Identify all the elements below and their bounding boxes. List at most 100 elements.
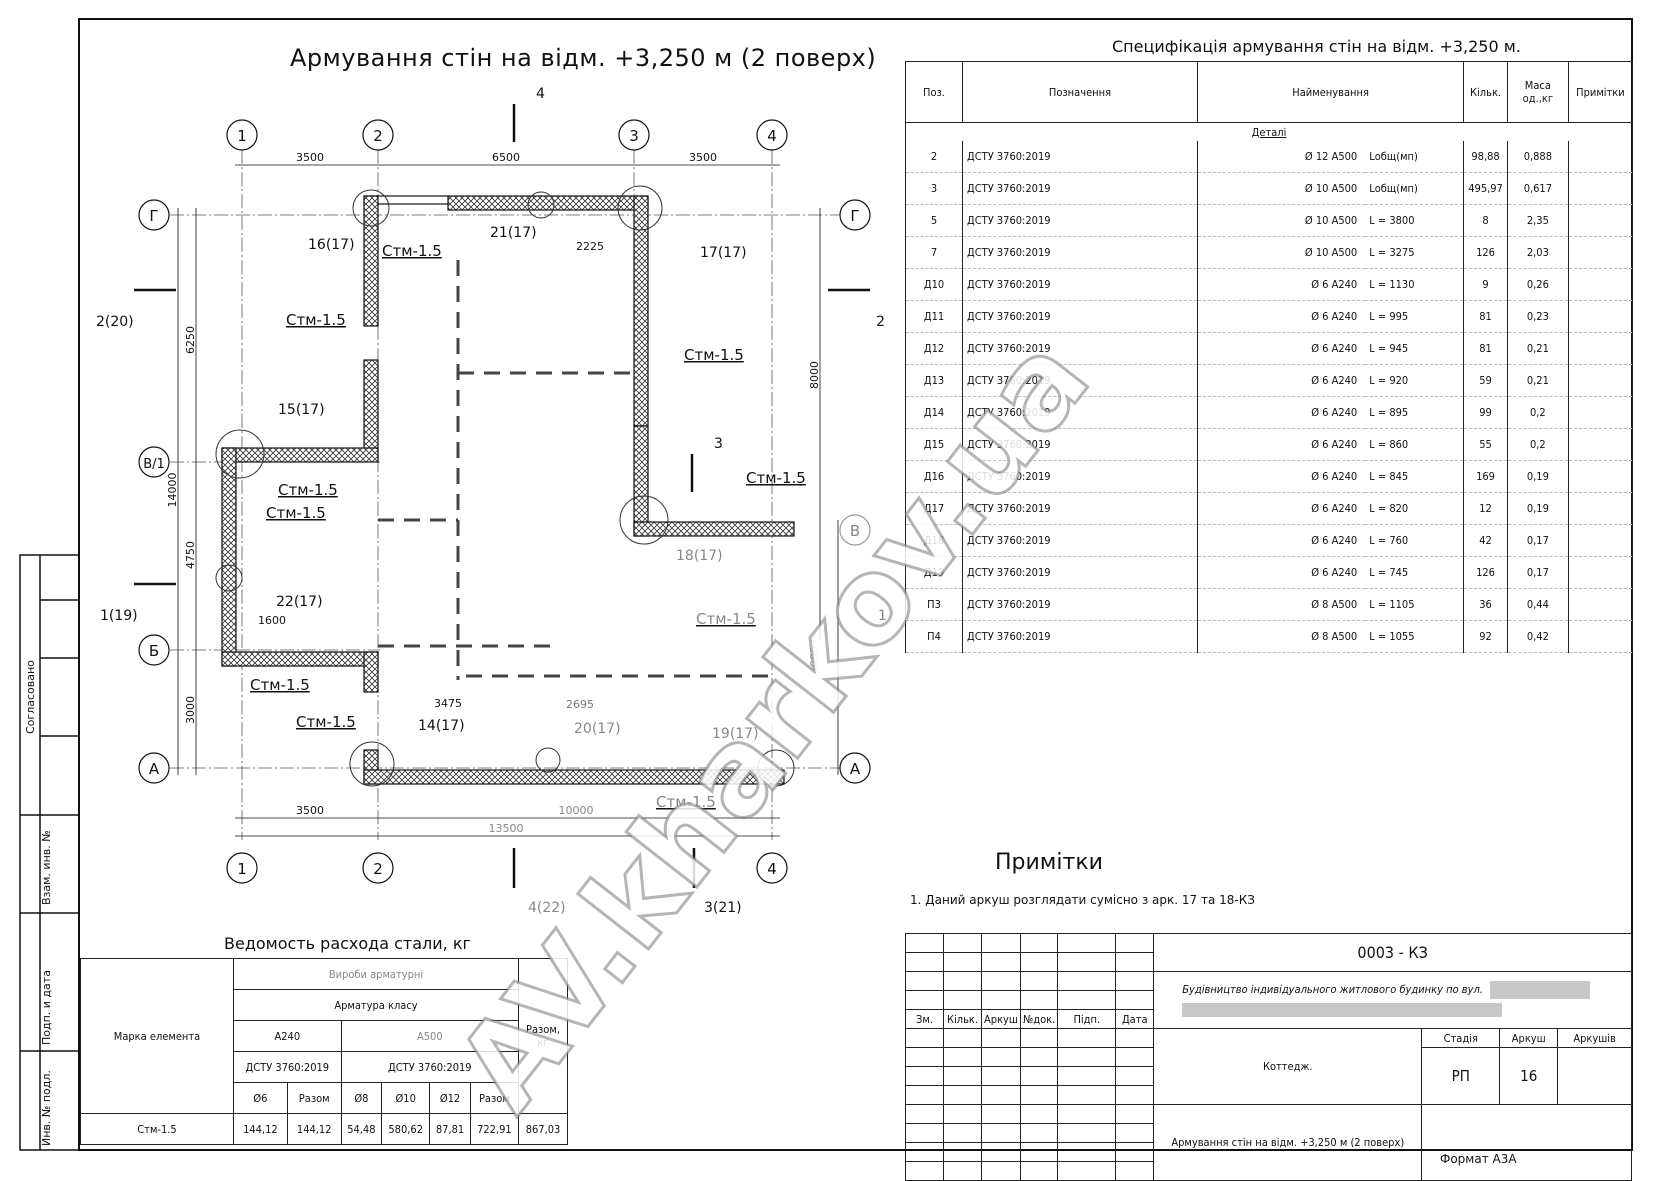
- stamp-sheet-h: Аркуш: [1499, 1028, 1559, 1048]
- node-21: 21(17): [490, 225, 537, 241]
- steel-cell: 87,81: [429, 1113, 471, 1145]
- steel-col-2: Ø8: [340, 1082, 383, 1114]
- spec-cell: ДСТУ 3760:2019: [962, 268, 1198, 301]
- spec-title: Специфікація армування стін на відм. +3,…: [1112, 37, 1521, 56]
- spec-cell: [1567, 460, 1634, 493]
- spec-cell: Д19: [905, 556, 963, 589]
- stamp-stage: РП: [1421, 1047, 1501, 1105]
- steel-cell-mark: Стм-1.5: [80, 1113, 234, 1145]
- spec-cell: Ø 6 А240: [1197, 556, 1366, 589]
- spec-cell: Д10: [905, 268, 963, 301]
- axis-left-g: Г: [149, 207, 158, 225]
- steel-col-4: Ø12: [429, 1082, 471, 1114]
- wall-label-5: Стм-1.5: [266, 504, 326, 522]
- steel-row: Стм-1.5 144,12 144,12 54,48 580,62 87,81…: [80, 1113, 568, 1145]
- spec-cell: Ø 10 А500: [1197, 204, 1366, 237]
- steel-h-gost1: ДСТУ 3760:2019: [233, 1051, 342, 1083]
- spec-cell: ДСТУ 3760:2019: [962, 620, 1198, 653]
- spec-section: Деталі: [905, 122, 1633, 141]
- spec-cell: Ø 6 А240: [1197, 396, 1366, 429]
- axis-top-2: 2: [373, 127, 383, 145]
- spec-cell: [1567, 204, 1634, 237]
- section-1-right: 1: [878, 608, 887, 624]
- section-3-mid: 3: [714, 436, 723, 452]
- dim-left-1: 6250: [184, 326, 197, 354]
- spec-cell: [1567, 300, 1634, 333]
- section-2-left: 2(20): [96, 314, 134, 330]
- spec-cell: [1567, 268, 1634, 301]
- steel-cell: 144,12: [233, 1113, 288, 1145]
- node-14: 14(17): [418, 718, 465, 734]
- steel-h-mark: Марка елемента: [80, 958, 234, 1114]
- spec-cell: [1567, 364, 1634, 397]
- wall-label-4: Стм-1.5: [278, 481, 338, 499]
- spec-cell: 0,19: [1506, 460, 1569, 493]
- spec-cell: Д12: [905, 332, 963, 365]
- spec-cell: Д18: [905, 524, 963, 557]
- spec-cell: Ø 8 А500: [1197, 620, 1366, 653]
- spec-cell: ДСТУ 3760:2019: [962, 524, 1198, 557]
- spec-cell: L = 945: [1365, 332, 1465, 365]
- spec-cell: 0,2: [1506, 428, 1569, 461]
- stamp-col-zm: Зм.: [905, 1009, 944, 1029]
- spec-cell: [1567, 141, 1634, 173]
- spec-cell: 0,17: [1506, 556, 1569, 589]
- spec-cell: 0,17: [1506, 524, 1569, 557]
- spec-cell: Ø 6 А240: [1197, 300, 1366, 333]
- spec-h-name: Найменування: [1196, 61, 1465, 123]
- dim-right-2: 6000: [808, 646, 821, 674]
- spec-cell: ДСТУ 3760:2019: [962, 492, 1198, 525]
- spec-cell: L = 1130: [1365, 268, 1465, 301]
- stamp-col-qty: Кільк.: [943, 1009, 982, 1029]
- stamp-sheet-name: Армування стін на відм. +3,250 м (2 пове…: [1153, 1104, 1423, 1181]
- dim-inner-2695: 2695: [566, 698, 594, 711]
- spec-cell: L = 920: [1365, 364, 1465, 397]
- steel-h-products: Вироби арматурні: [233, 958, 519, 990]
- stamp-sheets-h: Аркушів: [1557, 1028, 1632, 1048]
- steel-h-total: Разом, кг: [518, 958, 568, 1114]
- node-16: 16(17): [308, 237, 355, 253]
- axis-left-v1: В/1: [143, 457, 165, 472]
- spec-cell: L = 820: [1365, 492, 1465, 525]
- spec-cell: L = 745: [1365, 556, 1465, 589]
- axis-right-g: Г: [850, 207, 859, 225]
- axis-bottom-4: 4: [767, 860, 777, 878]
- axis-left-b: Б: [149, 642, 159, 660]
- axis-bottom-2: 2: [373, 860, 383, 878]
- spec-h-pos: Поз.: [905, 61, 963, 123]
- spec-cell: Ø 6 А240: [1197, 364, 1366, 397]
- steel-col-3: Ø10: [381, 1082, 431, 1114]
- spec-cell: Ø 10 А500: [1197, 172, 1366, 205]
- node-22: 22(17): [276, 594, 323, 610]
- spec-cell: [1567, 236, 1634, 269]
- section-1-left: 1(19): [100, 608, 138, 624]
- spec-cell: Ø 8 А500: [1197, 588, 1366, 621]
- spec-cell: 81: [1463, 332, 1508, 365]
- spec-cell: 2,03: [1506, 236, 1569, 269]
- spec-cell: Ø 6 А240: [1197, 524, 1366, 557]
- steel-cell-total: 867,03: [518, 1113, 568, 1145]
- spec-cell: 0,19: [1506, 492, 1569, 525]
- steel-h-a500: А500: [340, 1020, 520, 1052]
- axis-bubbles: [138, 119, 871, 884]
- wall-label-8: Стм-1.5: [250, 676, 310, 694]
- spec-cell: ДСТУ 3760:2019: [962, 172, 1198, 205]
- spec-cell: ДСТУ 3760:2019: [962, 236, 1198, 269]
- spec-cell: П3: [905, 588, 963, 621]
- spec-cell: Ø 6 А240: [1197, 428, 1366, 461]
- spec-cell: L = 895: [1365, 396, 1465, 429]
- wall-label-6: Стм-1.5: [746, 469, 806, 487]
- wall-label-3: Стм-1.5: [684, 346, 744, 364]
- dim-left-3: 3000: [184, 696, 197, 724]
- steel-cell: 144,12: [286, 1113, 342, 1145]
- spec-cell: Д17: [905, 492, 963, 525]
- steel-h-class: Арматура класу: [233, 989, 519, 1021]
- steel-h-a240: А240: [233, 1020, 342, 1052]
